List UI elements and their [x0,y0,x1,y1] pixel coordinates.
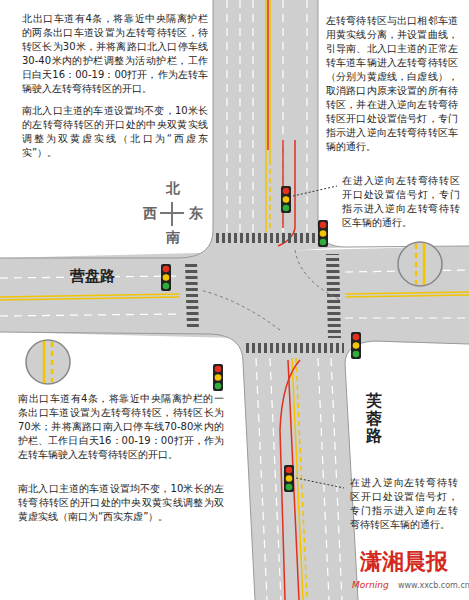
traffic-signal [281,186,291,213]
compass-label: 西 [142,205,158,221]
road-name: 营盘路 [70,268,130,285]
watermark: 潇湘晨报 [360,548,460,574]
note-paragraph: 南北入口主道的车道设置均不变，10米长的左转弯待转区的开口处的中央双黄实线调整为… [18,482,224,524]
note-paragraph: 北出口车道有4条，将靠近中央隔离护栏的两条出口车道设置为左转弯待转区，待转区长为… [22,12,208,96]
traffic-signal [318,220,328,247]
traffic-signal [284,465,294,492]
note-paragraph: 南北入口主道的车道设置均不变，10米长的左转弯待转区的开口处的中央双黄实线调整为… [22,104,208,160]
road-name: 芙蓉路 [366,392,382,445]
compass-label: 南 [165,229,181,245]
compass-label: 北 [165,180,181,196]
traffic-signal [161,264,171,291]
traffic-signal [213,364,223,391]
note-paragraph: 南出口车道有4条，将靠近中央隔离护栏的一条出口车道设置为左转弯待转区，待转区长为… [18,392,224,462]
watermark: Morning [352,580,396,591]
callout-note: 在进入逆向左转弯待转区开口处设置信号灯，专门指示进入逆向左转弯待转区车辆的通行。 [342,174,460,230]
traffic-signal [351,332,361,359]
compass-label: 东 [188,205,204,221]
note-paragraph: 左转弯待转区与出口相邻车道用黄实线分离，并设置曲线，引导南、北入口主道的正常左转… [326,14,458,154]
callout-note: 在进入逆向左转弯待转区开口处设置信号灯，专门指示进入逆向左转弯待转区车辆的通行。 [350,476,458,532]
watermark: www.xxcb.com.cn [398,580,466,591]
